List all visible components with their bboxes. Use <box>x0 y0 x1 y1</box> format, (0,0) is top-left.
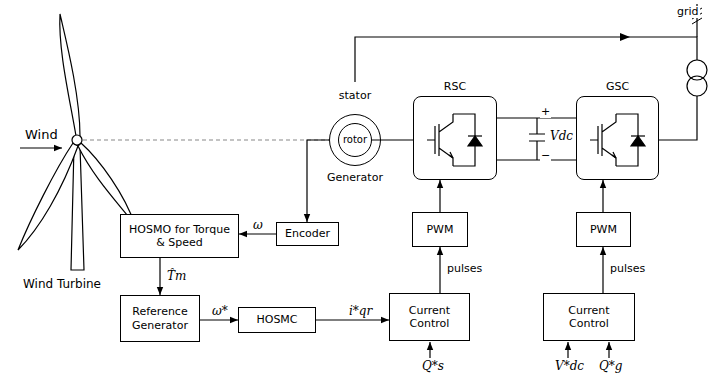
wind-arrow <box>20 147 62 148</box>
connector <box>200 319 238 320</box>
setpoint-label: Q*g <box>598 360 624 373</box>
stator-wire-arrow <box>620 33 630 41</box>
input-arrow <box>567 342 568 358</box>
node-text: Current Control <box>390 304 469 330</box>
input-arrow <box>608 342 609 358</box>
signal-name: i*qr <box>348 305 373 318</box>
connector <box>439 247 440 293</box>
connector <box>602 247 603 293</box>
node-text: GSC <box>606 80 629 93</box>
signal-name: T̂m <box>166 270 187 283</box>
reference-box: Reference Generator <box>120 295 200 342</box>
connector <box>239 233 276 234</box>
connector <box>439 180 440 212</box>
pwm-box: PWM <box>576 212 631 247</box>
wind-label: Wind <box>24 128 59 142</box>
connector <box>372 139 413 140</box>
node-text: stator <box>339 89 371 102</box>
node-text: Reference Generator <box>121 305 199 331</box>
transformer-coil <box>687 60 707 80</box>
generator-rotor: rotor <box>338 123 372 157</box>
encoder-box: Encoder <box>276 222 339 246</box>
control-box: Current Control <box>389 293 470 341</box>
observer-box: HOSMO for Torque & Speed <box>120 214 239 258</box>
input-arrow <box>429 342 430 358</box>
node-text: PWM <box>423 223 456 236</box>
node-text: Current Control <box>544 304 634 330</box>
connector <box>159 258 160 295</box>
node-text: PWM <box>587 223 620 236</box>
setpoint-label: V*dc <box>554 360 585 373</box>
connector <box>316 319 389 320</box>
gsc-grid-wire <box>659 96 697 140</box>
signal-label: pulses <box>609 263 646 275</box>
stator-wire <box>355 37 697 82</box>
polarity-mark: + <box>540 106 551 118</box>
node-text: Generator <box>327 171 383 184</box>
connector <box>497 159 576 160</box>
turbine-label: Wind Turbine <box>22 278 102 291</box>
node-text: Encoder <box>282 227 333 240</box>
node-text: rotor <box>340 134 370 146</box>
pwm-box: PWM <box>412 212 468 247</box>
igbt-symbol <box>427 114 482 166</box>
connector <box>307 140 329 222</box>
controller-box: HOSMC <box>238 307 316 333</box>
signal-name: ω* <box>211 305 229 318</box>
signal-name: ω <box>252 219 264 232</box>
transformer-coil <box>687 76 707 96</box>
shaft <box>83 139 329 140</box>
generator-stator: statorGeneratorrotor <box>329 114 381 166</box>
igbt-symbol <box>590 114 645 166</box>
polarity-mark: − <box>540 150 551 162</box>
setpoint-label: Q*s <box>421 360 445 373</box>
signal-label: pulses <box>446 263 483 275</box>
grid-label: grid <box>676 6 700 18</box>
node-text: HOSMO for Torque & Speed <box>121 223 238 249</box>
node-text: HOSMC <box>253 313 300 326</box>
node-text: RSC <box>444 80 466 93</box>
connector <box>602 180 603 212</box>
converter-box: RSC <box>413 96 497 180</box>
wind-turbine <box>18 14 135 270</box>
connector <box>497 117 576 118</box>
control-box: Current Control <box>543 293 635 341</box>
voltage-label: Vdc <box>549 130 574 143</box>
converter-box: GSC <box>576 96 659 180</box>
